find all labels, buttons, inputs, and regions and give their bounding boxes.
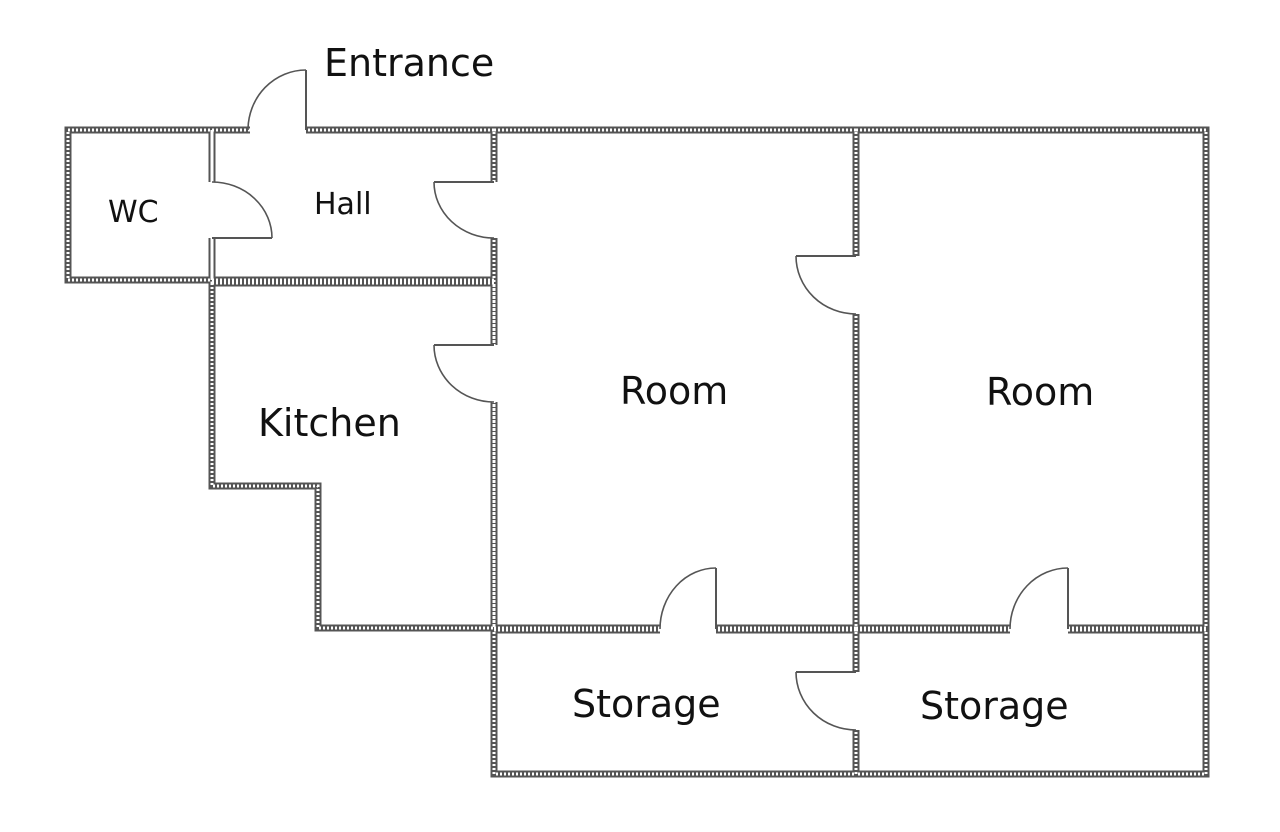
wall-kitchen bbox=[208, 279, 498, 632]
room-left-label: Room bbox=[620, 369, 728, 413]
door-openings bbox=[207, 125, 1068, 730]
kitchen-door bbox=[433, 344, 495, 403]
room-right-label: Room bbox=[986, 370, 1094, 414]
walls bbox=[64, 126, 1210, 778]
wc-label: WC bbox=[108, 195, 159, 230]
storage-left-door bbox=[659, 567, 717, 630]
room-connecting-door bbox=[795, 255, 857, 315]
entrance-label: Entrance bbox=[324, 41, 494, 85]
storage-right-door bbox=[1009, 567, 1069, 630]
doors bbox=[211, 69, 1069, 731]
hall-room-door bbox=[433, 181, 495, 239]
storage-right-label: Storage bbox=[920, 684, 1069, 728]
entrance-door bbox=[247, 69, 307, 131]
hall-label: Hall bbox=[314, 187, 372, 222]
storage-connecting-door bbox=[795, 671, 857, 731]
storage-left-label: Storage bbox=[572, 682, 721, 726]
kitchen-label: Kitchen bbox=[258, 401, 401, 445]
wc-door bbox=[211, 181, 273, 239]
